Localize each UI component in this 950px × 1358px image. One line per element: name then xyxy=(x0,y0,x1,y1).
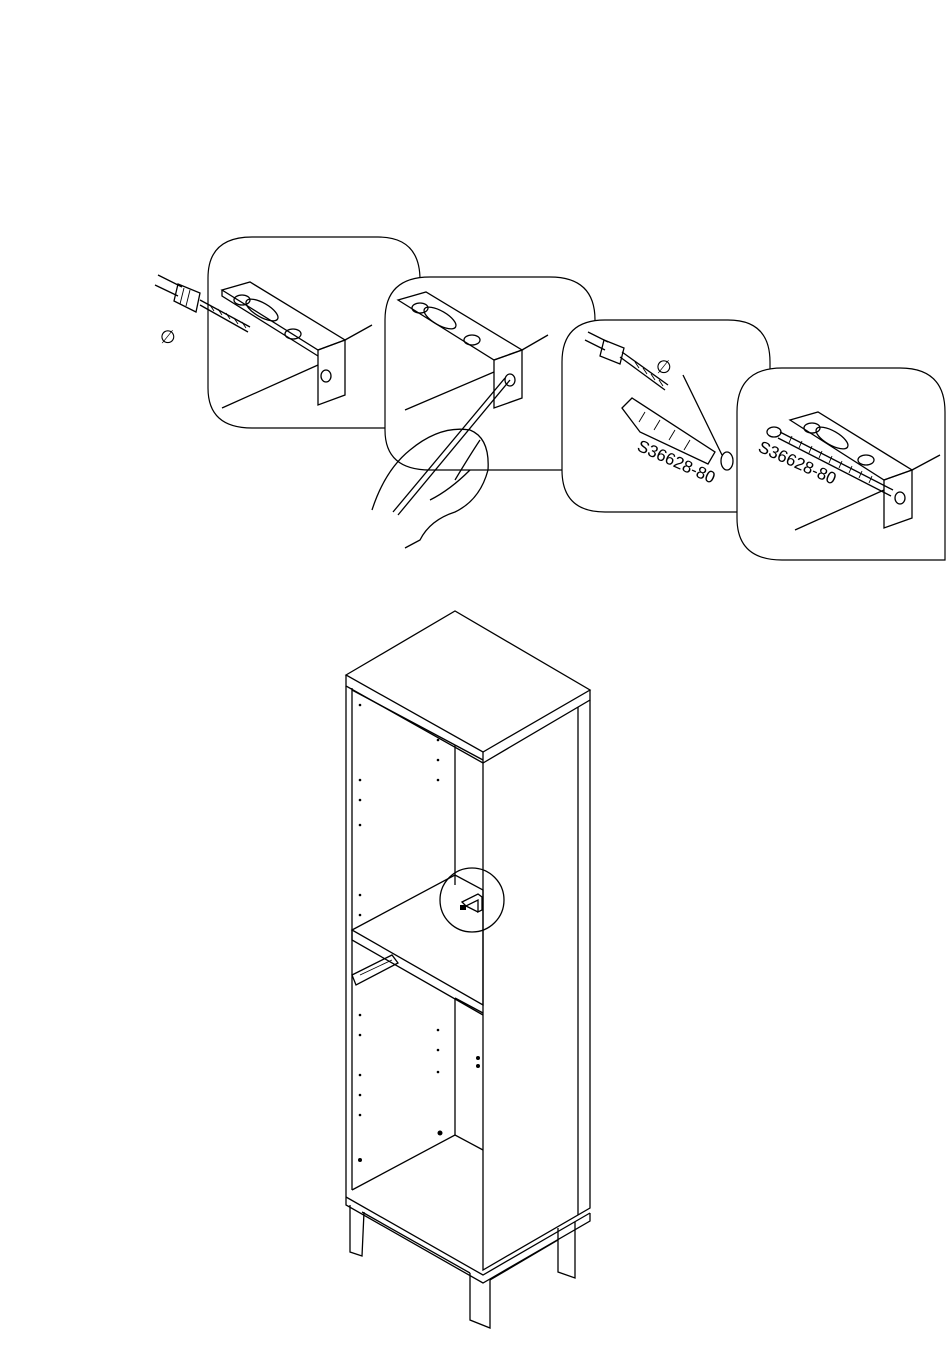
diameter-symbol: ∅ xyxy=(656,357,672,377)
step-drill-panel: ∅ xyxy=(155,237,420,428)
shelf-pin-holes xyxy=(358,704,480,1162)
cabinet-illustration xyxy=(346,611,590,1328)
diameter-symbol: ∅ xyxy=(160,327,176,347)
step-screw-panel: S36628-80 xyxy=(737,368,945,560)
hinge-icon xyxy=(352,955,398,985)
bracket-callout xyxy=(440,868,504,932)
